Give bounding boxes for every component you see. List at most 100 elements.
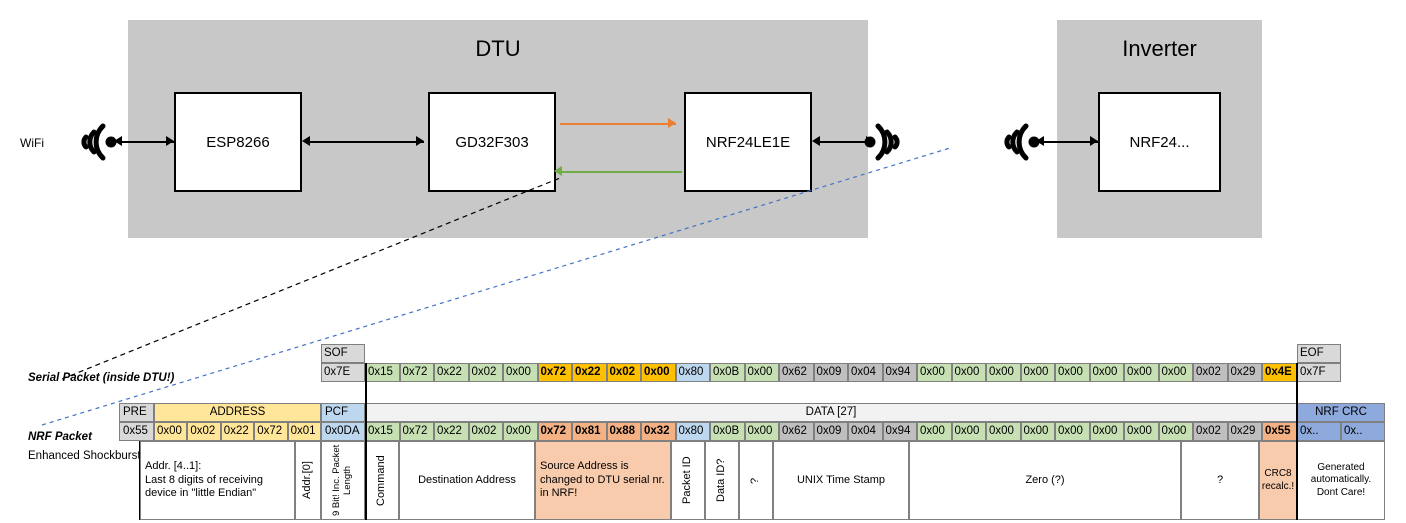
inverter-title: Inverter (1122, 36, 1197, 61)
serial-byte-8: 0x00 (641, 363, 676, 382)
arrowhead-right-nrf24 (1090, 136, 1098, 146)
nrf-byte-9: 0x80 (675, 422, 710, 441)
serial-byte-7: 0x02 (606, 363, 641, 382)
arrowhead-left-green (554, 166, 562, 176)
link-nrf-to-gd32-green (560, 171, 682, 173)
arrowhead-left-nrf (812, 136, 820, 146)
arrowhead-right-gd32 (416, 136, 424, 146)
desc-nrf-crc: Generated automatically. Dont Care! (1297, 441, 1385, 520)
desc-pcf: 9 Bit! Inc. Packet Length (321, 441, 365, 520)
nrf-byte-12: 0x62 (779, 422, 814, 441)
nrf-byte-7: 0x88 (606, 422, 641, 441)
nrf-byte-16: 0x00 (917, 422, 952, 441)
nrf-byte-10: 0x0B (710, 422, 745, 441)
nrf-address-byte-2: 0x22 (220, 422, 255, 441)
serial-byte-20: 0x00 (1055, 363, 1090, 382)
antenna-icon-wifi (81, 123, 117, 161)
serial-eof-header: EOF (1297, 344, 1341, 363)
serial-byte-0: 0x15 (365, 363, 400, 382)
nrf-byte-20: 0x00 (1055, 422, 1090, 441)
serial-sof-value: 0x7E (321, 363, 365, 382)
arrowhead-left-esp (302, 136, 310, 146)
separator-serial-eof (1296, 363, 1298, 403)
nrf-byte-13: 0x09 (813, 422, 848, 441)
nrf-byte-15: 0x94 (882, 422, 917, 441)
serial-packet-label: Serial Packet (inside DTU!) (28, 372, 175, 384)
nrf-byte-22: 0x00 (1124, 422, 1159, 441)
nrf-byte-21: 0x00 (1089, 422, 1124, 441)
block-diagram: DTU Inverter ESP8266 GD32F303 NRF24LE1E … (0, 0, 1406, 260)
chip-esp8266: ESP8266 (174, 92, 302, 192)
wifi-label: WiFi (20, 136, 44, 150)
serial-byte-18: 0x00 (986, 363, 1021, 382)
arrowhead-right-orange (668, 118, 676, 128)
nrf-byte-26: 0x55 (1262, 422, 1297, 441)
nrf-byte-1: 0x72 (399, 422, 434, 441)
serial-byte-4: 0x00 (503, 363, 538, 382)
desc-packet-id: Packet ID (671, 441, 705, 520)
desc-zero: Zero (?) (909, 441, 1181, 520)
serial-byte-5: 0x72 (537, 363, 572, 382)
serial-byte-14: 0x04 (848, 363, 883, 382)
nrf-address-byte-3: 0x72 (254, 422, 288, 441)
desc-unknown-2: ? (1181, 441, 1259, 520)
arrowhead-left-inverter-antenna (1036, 136, 1044, 146)
chip-nrf24-inverter: NRF24... (1098, 92, 1221, 192)
nrf-address-byte-0: 0x00 (154, 422, 188, 441)
desc-address: Addr. [4..1]: Last 8 digits of receiving… (140, 441, 295, 520)
desc-destination: Destination Address (399, 441, 535, 520)
nrf-pcf-header: PCF (321, 403, 365, 422)
antenna-icon-inverter-rf (1004, 123, 1040, 161)
link-nrf-antenna (816, 141, 874, 143)
serial-byte-13: 0x09 (813, 363, 848, 382)
nrf-address-byte-4: 0x01 (287, 422, 321, 441)
nrf-packet-label: NRF Packet (28, 431, 92, 443)
nrf-crc-byte-1: 0x.. (1341, 422, 1385, 441)
serial-byte-6: 0x22 (572, 363, 607, 382)
serial-byte-11: 0x00 (744, 363, 779, 382)
arrowhead-left-wifi (114, 136, 122, 146)
serial-byte-23: 0x00 (1158, 363, 1193, 382)
nrf-byte-25: 0x29 (1227, 422, 1262, 441)
serial-byte-10: 0x0B (710, 363, 745, 382)
desc-source: Source Address is changed to DTU serial … (535, 441, 671, 520)
nrf-data-header: DATA [27] (365, 403, 1297, 422)
nrf-address-header: ADDRESS (154, 403, 321, 422)
separator-serial-to-nrf (365, 382, 367, 403)
serial-byte-9: 0x80 (675, 363, 710, 382)
arrowhead-right-esp (166, 136, 174, 146)
separator-serial-start (365, 363, 367, 382)
nrf-byte-14: 0x04 (848, 422, 883, 441)
nrf-byte-19: 0x00 (1020, 422, 1055, 441)
desc-crc8: CRC8 recalc.! (1259, 441, 1297, 520)
nrf-pcf-value: 0x0DA (321, 422, 365, 441)
nrf-crc-header: NRF CRC (1297, 403, 1385, 422)
serial-eof-value: 0x7F (1297, 363, 1341, 382)
serial-byte-24: 0x02 (1193, 363, 1228, 382)
serial-byte-15: 0x94 (882, 363, 917, 382)
nrf-byte-8: 0x32 (641, 422, 676, 441)
chip-nrf24le1e: NRF24LE1E (684, 92, 812, 192)
serial-byte-17: 0x00 (951, 363, 986, 382)
nrf-address-byte-1: 0x02 (187, 422, 221, 441)
nrf-byte-6: 0x81 (572, 422, 607, 441)
nrf-packet-sublabel: Enhanced Shockburst (28, 450, 141, 462)
chip-gd32f303: GD32F303 (428, 92, 556, 192)
link-esp-gd32 (306, 141, 424, 143)
link-inverter-antenna-nrf (1040, 141, 1098, 143)
desc-data-id: Data ID? (705, 441, 739, 520)
serial-byte-22: 0x00 (1124, 363, 1159, 382)
nrf-pre-value: 0x55 (119, 422, 154, 441)
arrowhead-right-dtu-antenna (866, 136, 874, 146)
nrf-byte-0: 0x15 (365, 422, 400, 441)
desc-command: Command (365, 441, 399, 520)
nrf-byte-2: 0x22 (434, 422, 469, 441)
desc-addr0: Addr.[0] (295, 441, 321, 520)
separator-nrf-data-start (365, 403, 367, 520)
inverter-enclosure: Inverter (1057, 20, 1262, 238)
desc-unix-timestamp: UNIX Time Stamp (773, 441, 909, 520)
serial-byte-12: 0x62 (779, 363, 814, 382)
packet-tables: Serial Packet (inside DTU!) NRF Packet E… (0, 340, 1406, 523)
serial-byte-1: 0x72 (399, 363, 434, 382)
serial-byte-2: 0x22 (434, 363, 469, 382)
